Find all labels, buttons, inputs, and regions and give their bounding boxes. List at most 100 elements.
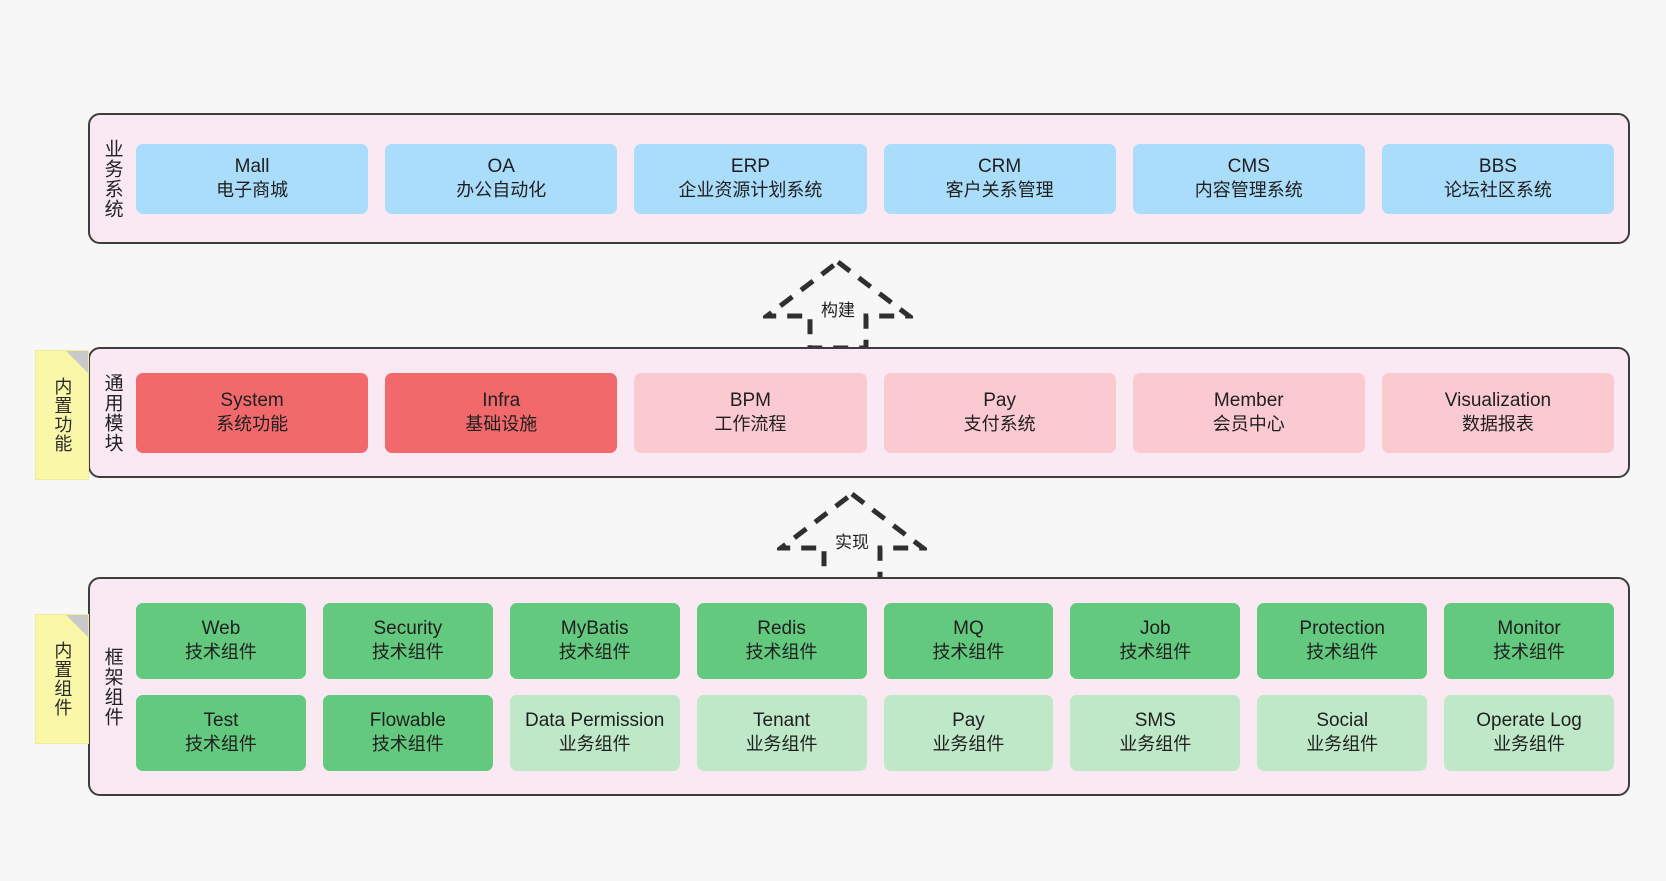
connector-implement-label: 实现 [835,533,869,552]
connector-implement-arrow: 实现 [777,490,927,582]
card-title-cn: 业务组件 [558,734,631,755]
card-title-en: MyBatis [560,618,629,640]
card-title-cn: 业务组件 [1306,734,1379,755]
layer-body-common-modules: System 系统功能 Infra 基础设施 BPM 工作流程 Pay 支付系统… [134,349,1628,476]
card-title-en: Redis [757,618,806,640]
card-operate-log[interactable]: Operate Log 业务组件 [1444,694,1614,771]
card-title-en: Web [201,618,241,640]
layer-framework-components: 框架组件 Web 技术组件 Security 技术组件 MyBatis 技术组件… [88,577,1630,796]
card-mall[interactable]: Mall 电子商城 [136,143,369,214]
card-title-en: System [220,390,284,412]
card-title-en: MQ [953,618,984,640]
card-title-cn: 技术组件 [558,642,631,663]
card-title-en: Job [1139,618,1171,640]
card-crm[interactable]: CRM 客户关系管理 [883,143,1116,214]
card-visualization[interactable]: Visualization 数据报表 [1381,372,1615,453]
card-title-en: Social [1316,710,1369,732]
card-title-en: Pay [983,390,1016,412]
card-member[interactable]: Member 会员中心 [1132,372,1365,453]
sticky-note-label: 内置功能 [52,377,73,453]
card-cms[interactable]: CMS 内容管理系统 [1132,143,1365,214]
sticky-note-label: 内置组件 [52,641,73,717]
card-title-en: Mall [234,156,270,178]
card-mybatis[interactable]: MyBatis 技术组件 [509,602,680,679]
card-row: System 系统功能 Infra 基础设施 BPM 工作流程 Pay 支付系统… [136,372,1615,453]
card-title-cn: 技术组件 [371,734,444,755]
card-flowable[interactable]: Flowable 技术组件 [322,694,493,771]
card-title-cn: 技术组件 [1493,642,1566,663]
card-redis[interactable]: Redis 技术组件 [696,602,867,679]
sticky-note-builtin-components: 内置组件 [36,615,88,743]
card-title-cn: 数据报表 [1461,414,1534,435]
card-title-cn: 技术组件 [184,734,257,755]
card-protection[interactable]: Protection 技术组件 [1257,602,1428,679]
card-title-en: BPM [729,390,772,412]
layer-title-framework-components: 框架组件 [101,646,123,727]
connector-build-label: 构建 [821,301,855,320]
card-security[interactable]: Security 技术组件 [322,602,493,679]
layer-body-business-systems: Mall 电子商城 OA 办公自动化 ERP 企业资源计划系统 CRM 客户关系… [134,115,1628,242]
card-social[interactable]: Social 业务组件 [1257,694,1428,771]
card-title-en: Test [203,710,239,732]
card-title-en: Member [1213,390,1284,412]
card-title-cn: 业务组件 [1493,734,1566,755]
card-title-cn: 业务组件 [745,734,818,755]
card-sms[interactable]: SMS 业务组件 [1070,694,1241,771]
card-title-cn: 技术组件 [371,642,444,663]
card-title-en: CRM [977,156,1022,178]
card-bbs[interactable]: BBS 论坛社区系统 [1381,143,1615,214]
card-title-en: OA [487,156,515,178]
card-title-cn: 业务组件 [932,734,1005,755]
card-oa[interactable]: OA 办公自动化 [385,143,618,214]
card-title-en: Pay [952,710,985,732]
card-title-en: Visualization [1444,390,1552,412]
layer-title-business-systems: 业务系统 [101,138,123,219]
card-title-cn: 论坛社区系统 [1443,180,1552,201]
card-row: Mall 电子商城 OA 办公自动化 ERP 企业资源计划系统 CRM 客户关系… [136,143,1615,214]
card-title-en: Tenant [753,710,811,732]
card-web[interactable]: Web 技术组件 [136,602,306,679]
card-title-cn: 技术组件 [184,642,257,663]
card-title-cn: 技术组件 [1306,642,1379,663]
card-title-en: ERP [730,156,770,178]
card-tenant[interactable]: Tenant 业务组件 [696,694,867,771]
card-title-cn: 业务组件 [1119,734,1192,755]
card-title-en: Monitor [1497,618,1561,640]
card-infra[interactable]: Infra 基础设施 [385,372,618,453]
card-title-en: BBS [1478,156,1517,178]
layer-body-framework-components: Web 技术组件 Security 技术组件 MyBatis 技术组件 Redi… [134,579,1628,794]
card-row: Test 技术组件 Flowable 技术组件 Data Permission … [136,694,1614,771]
card-erp[interactable]: ERP 企业资源计划系统 [634,143,867,214]
layer-business-systems: 业务系统 Mall 电子商城 OA 办公自动化 ERP 企业资源计划系统 CRM… [88,113,1630,244]
card-title-en: Flowable [369,710,446,732]
card-title-cn: 基础设施 [465,414,538,435]
card-title-cn: 支付系统 [963,414,1036,435]
card-title-cn: 技术组件 [745,642,818,663]
layer-common-modules: 通用模块 System 系统功能 Infra 基础设施 BPM 工作流程 Pay… [88,347,1630,478]
card-title-cn: 系统功能 [216,414,289,435]
card-title-cn: 客户关系管理 [945,180,1054,201]
card-data-permission[interactable]: Data Permission 业务组件 [509,694,680,771]
card-title-cn: 技术组件 [932,642,1005,663]
card-title-cn: 办公自动化 [456,180,547,201]
card-system[interactable]: System 系统功能 [136,372,369,453]
card-title-cn: 技术组件 [1119,642,1192,663]
card-bpm[interactable]: BPM 工作流程 [634,372,867,453]
card-title-cn: 工作流程 [714,414,787,435]
card-title-en: Infra [482,390,521,412]
card-title-en: Data Permission [524,710,665,732]
card-pay-business[interactable]: Pay 业务组件 [883,694,1054,771]
sticky-note-builtin-functions: 内置功能 [36,351,88,479]
card-title-cn: 电子商城 [216,180,289,201]
card-job[interactable]: Job 技术组件 [1070,602,1241,679]
card-pay[interactable]: Pay 支付系统 [883,372,1116,453]
layer-title-common-modules: 通用模块 [101,372,123,453]
card-title-en: Protection [1299,618,1385,640]
card-row: Web 技术组件 Security 技术组件 MyBatis 技术组件 Redi… [136,602,1614,679]
card-title-en: SMS [1134,710,1176,732]
card-monitor[interactable]: Monitor 技术组件 [1444,602,1614,679]
card-mq[interactable]: MQ 技术组件 [883,602,1054,679]
card-test[interactable]: Test 技术组件 [136,694,306,771]
card-title-en: Security [373,618,443,640]
